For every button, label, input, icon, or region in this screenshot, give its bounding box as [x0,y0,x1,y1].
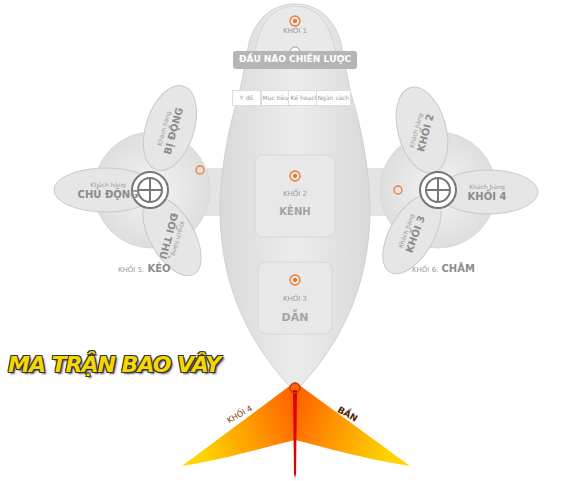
region-box: KHỐI 2 KÊNH [255,184,335,224]
tail-wing [295,382,410,466]
hub [420,172,456,208]
watermark: MA TRẬN BAO VÂY [8,352,220,377]
blade [134,79,207,178]
block-heading: KHỐI 1 [283,28,307,36]
cell-box: Mục tiêu [261,90,291,106]
group-label: KÉO [147,263,170,274]
hub [149,178,151,202]
block-title: KÊNH [279,206,310,217]
block-title: KHỐI 4 [468,191,507,202]
block-heading: Ngân sách [318,95,350,102]
block-heading: KHỐI 2 [283,191,307,199]
block-heading: Mục tiêu [263,95,289,102]
block-title: CHỦ ĐỘNG [78,189,139,200]
block-heading: Khách hàng [469,184,505,191]
tail-fin [293,390,297,478]
panel [258,262,332,334]
region-box: Khách hàngKHỐI 4 [452,178,522,208]
region-box: KHỐI 3 DẪN [258,290,332,330]
region-box: Khách hàngCHỦ ĐỘNG [68,176,148,206]
cell-box: Ý đồ [232,90,261,106]
hub [138,178,162,202]
block-title: ĐẦU NÃO CHIẾN LƯỢC [233,51,357,69]
hub [426,178,450,202]
antenna-icon [196,16,402,393]
block-heading: KHỐI 3 [283,296,307,304]
block-heading: Kế hoạch [290,95,318,102]
fuselage [220,4,370,392]
panel [255,155,335,237]
block-title: DẪN [282,312,309,324]
region-box: KHỐI 1 ĐẦU NÃO CHIẾN LƯỢC Ý đồ Mục tiêuKế h… [231,28,359,108]
block-heading: BẮN [335,405,358,424]
block-heading: Ý đồ [240,95,253,102]
group-label: KHỐI 6: [412,266,438,274]
tail-wing [182,382,295,466]
group-label: CHĂM [441,263,474,274]
group-label: KHỐI 5: [118,266,144,274]
blade [387,81,456,178]
cell-box: Ngân sách [316,90,352,106]
hub [437,178,439,202]
block-heading: Khách hàng [90,182,126,189]
